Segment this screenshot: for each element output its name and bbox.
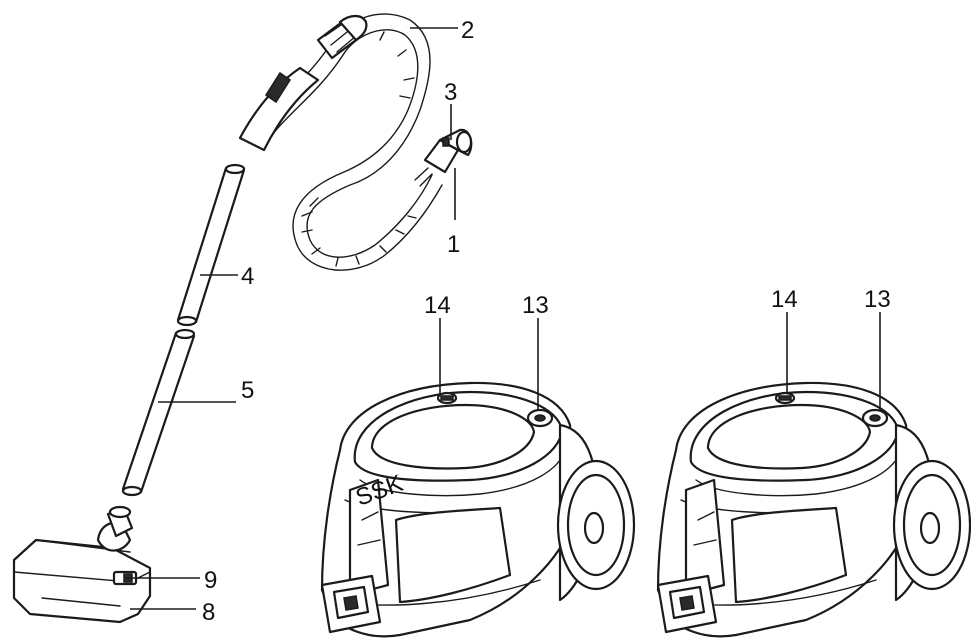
callout-14-right: 14 (771, 286, 798, 313)
extension-tube-lower (121, 328, 196, 497)
callout-5: 5 (241, 377, 254, 404)
callout-3: 3 (444, 79, 457, 106)
callout-9: 9 (204, 567, 217, 594)
vacuum-body-left (320, 381, 636, 638)
callout-14-left: 14 (424, 292, 451, 319)
callout-2: 2 (461, 17, 474, 44)
callout-8: 8 (202, 599, 215, 626)
callout-4: 4 (241, 263, 254, 290)
callout-13-right: 13 (864, 286, 891, 313)
callout-13-left: 13 (522, 292, 549, 319)
callout-1: 1 (447, 231, 460, 258)
vacuum-body-right (656, 381, 971, 638)
extension-tube-upper (176, 163, 246, 327)
leader-lines (124, 27, 881, 610)
floor-brush (12, 505, 152, 624)
flexible-hose (238, 13, 473, 271)
